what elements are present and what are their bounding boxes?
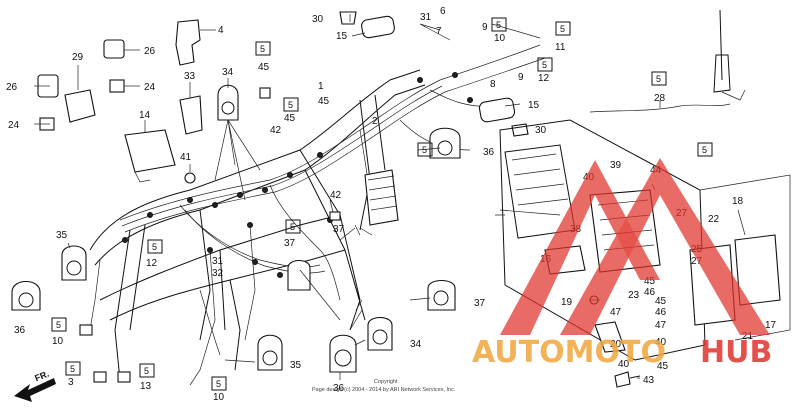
boxed-labels: 5 5 5 5 5 5 5 5 5 5 5 5 5 5 <box>51 17 713 391</box>
label-31-mid: 31 <box>212 256 224 267</box>
frame-and-harness <box>89 44 546 386</box>
label-43: 43 <box>643 375 655 386</box>
label-39: 39 <box>610 160 622 171</box>
label-45-c: 45 <box>318 96 330 107</box>
label-33: 33 <box>184 71 196 82</box>
box-5-i: 5 <box>152 242 157 252</box>
label-18: 18 <box>732 196 744 207</box>
watermark-text-b: HUB <box>700 335 772 370</box>
copyright-line-2: Page design (c) 2004 - 2014 by ARI Netwo… <box>312 387 456 393</box>
label-35-bottom: 35 <box>290 360 302 371</box>
watermark-triangle-left <box>500 160 660 335</box>
box-5-n: 5 <box>216 379 221 389</box>
label-37-right: 37 <box>333 224 345 235</box>
label-46-a: 46 <box>644 287 656 298</box>
label-29: 29 <box>72 52 84 63</box>
label-45-b: 45 <box>284 113 296 124</box>
label-34-right: 34 <box>410 339 422 350</box>
label-30-top: 30 <box>312 14 324 25</box>
label-23: 23 <box>628 290 640 301</box>
label-30-right: 30 <box>535 125 547 136</box>
label-47-a: 47 <box>610 307 622 318</box>
label-4: 4 <box>218 25 224 36</box>
label-35-left: 35 <box>56 230 68 241</box>
label-31-top: 31 <box>420 12 432 23</box>
box-5-h: 5 <box>422 145 427 155</box>
label-45-e: 45 <box>655 296 667 307</box>
label-46-b: 46 <box>655 307 667 318</box>
box-5-d: 5 <box>560 24 565 34</box>
label-26-left: 26 <box>6 82 18 93</box>
label-19: 19 <box>561 297 573 308</box>
label-7: 7 <box>436 26 442 37</box>
label-36-bottom: 36 <box>333 383 345 394</box>
label-45-a: 45 <box>258 62 270 73</box>
watermark-text-a: AUTOMOTO <box>472 335 666 370</box>
label-10-left: 10 <box>52 336 64 347</box>
box-5-k: 5 <box>56 320 61 330</box>
label-40-low: 40 <box>618 359 630 370</box>
label-1: 1 <box>318 81 324 92</box>
box-5-c: 5 <box>496 20 501 30</box>
label-12-top: 12 <box>538 73 550 84</box>
label-24-right: 24 <box>144 82 156 93</box>
label-20: 20 <box>610 339 622 350</box>
box-5-g: 5 <box>702 145 707 155</box>
label-36-right: 36 <box>483 147 495 158</box>
watermark-triangle-right <box>560 158 770 335</box>
box-5-e: 5 <box>542 60 547 70</box>
copyright-line-1: Copyright <box>374 379 398 385</box>
automotohub-watermark: AUTOMOTO HUB <box>472 158 772 370</box>
front-direction-arrow: FR. <box>14 369 56 402</box>
label-15-top: 15 <box>336 31 348 42</box>
label-17: 17 <box>765 320 777 331</box>
label-26-top: 26 <box>144 46 156 57</box>
box-5-f: 5 <box>656 74 661 84</box>
label-32: 32 <box>212 268 224 279</box>
label-21: 21 <box>742 331 754 342</box>
label-40-bottom: 40 <box>655 337 667 348</box>
copyright: Copyright Page design (c) 2004 - 2014 by… <box>312 379 456 393</box>
label-41: 41 <box>180 152 192 163</box>
box-5-a: 5 <box>260 44 265 54</box>
label-10-top: 10 <box>494 33 506 44</box>
label-11: 11 <box>555 42 566 53</box>
label-3: 3 <box>68 377 74 388</box>
label-47-b: 47 <box>655 320 667 331</box>
box-5-j: 5 <box>290 222 295 232</box>
label-45-d: 45 <box>644 276 656 287</box>
label-9-top: 9 <box>482 22 488 33</box>
label-22: 22 <box>708 214 720 225</box>
label-8: 8 <box>490 79 496 90</box>
label-34-top: 34 <box>222 67 234 78</box>
label-12-mid: 12 <box>146 258 158 269</box>
label-13: 13 <box>140 381 152 392</box>
label-42-top: 42 <box>270 125 282 136</box>
label-45-f: 45 <box>657 361 669 372</box>
box-5-l: 5 <box>70 364 75 374</box>
label-37-mid: 37 <box>284 238 296 249</box>
label-9-mid: 9 <box>518 72 524 83</box>
label-2: 2 <box>372 116 378 127</box>
label-15-right: 15 <box>528 100 540 111</box>
label-27-b: 27 <box>691 256 703 267</box>
label-28: 28 <box>654 93 666 104</box>
label-14: 14 <box>139 110 151 121</box>
label-24-left: 24 <box>8 120 20 131</box>
box-5-b: 5 <box>288 100 293 110</box>
label-6: 6 <box>440 6 446 17</box>
label-10-bottom: 10 <box>213 392 225 403</box>
label-36-left: 36 <box>14 325 26 336</box>
label-37-far: 37 <box>474 298 486 309</box>
label-42-mid: 42 <box>330 190 342 201</box>
box-5-m: 5 <box>144 366 149 376</box>
